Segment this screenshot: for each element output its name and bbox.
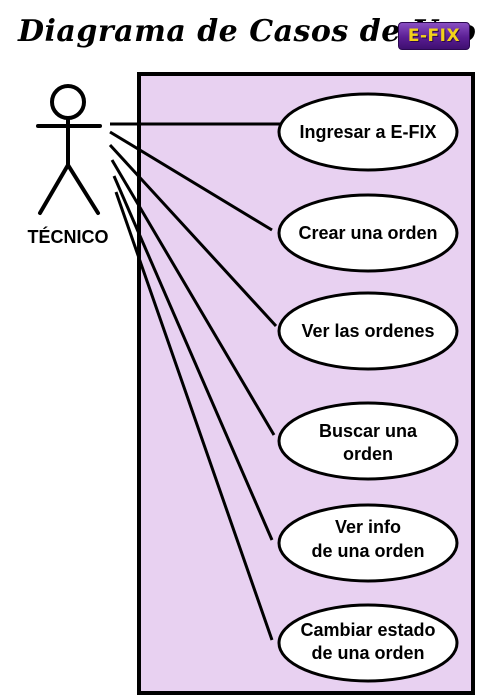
use-case-label: Ver las ordenes [301, 321, 434, 341]
use-case-label: Cambiar estado [300, 620, 435, 640]
use-case-crear: Crear una orden [277, 193, 459, 273]
association-cambiar-estado [114, 191, 274, 641]
actor-left-leg [38, 163, 70, 215]
stick-figure-actor-icon [36, 84, 102, 215]
actor-label: TÉCNICO [28, 226, 109, 247]
system-boundary [137, 72, 475, 695]
associations [108, 122, 280, 641]
use-case-ver-ordenes: Ver las ordenes [277, 291, 459, 371]
use-case-ingresar: Ingresar a E-FIX [277, 92, 459, 172]
use-case-label: Crear una orden [298, 223, 437, 243]
use-case-label: Ingresar a E-FIX [299, 122, 436, 142]
association-ver-info [112, 175, 274, 541]
use-case-label: Ver info [335, 517, 401, 537]
use-case-ver-info: Ver info de una orden [277, 503, 459, 583]
use-case-cambiar-estado: Cambiar estado de una orden [277, 603, 459, 683]
association-buscar [110, 159, 276, 436]
actor-right-leg [66, 163, 100, 215]
association-crear [109, 130, 273, 232]
efix-logo: E-FIX [398, 22, 470, 50]
use-case-label: orden [343, 444, 393, 464]
association-ver-ordenes [108, 143, 278, 328]
actor-head [50, 84, 86, 120]
use-case-label: de una orden [311, 541, 424, 561]
use-case-label: Buscar una [319, 421, 418, 441]
use-case-label: de una orden [311, 643, 424, 663]
use-case-buscar: Buscar una orden [277, 401, 459, 481]
